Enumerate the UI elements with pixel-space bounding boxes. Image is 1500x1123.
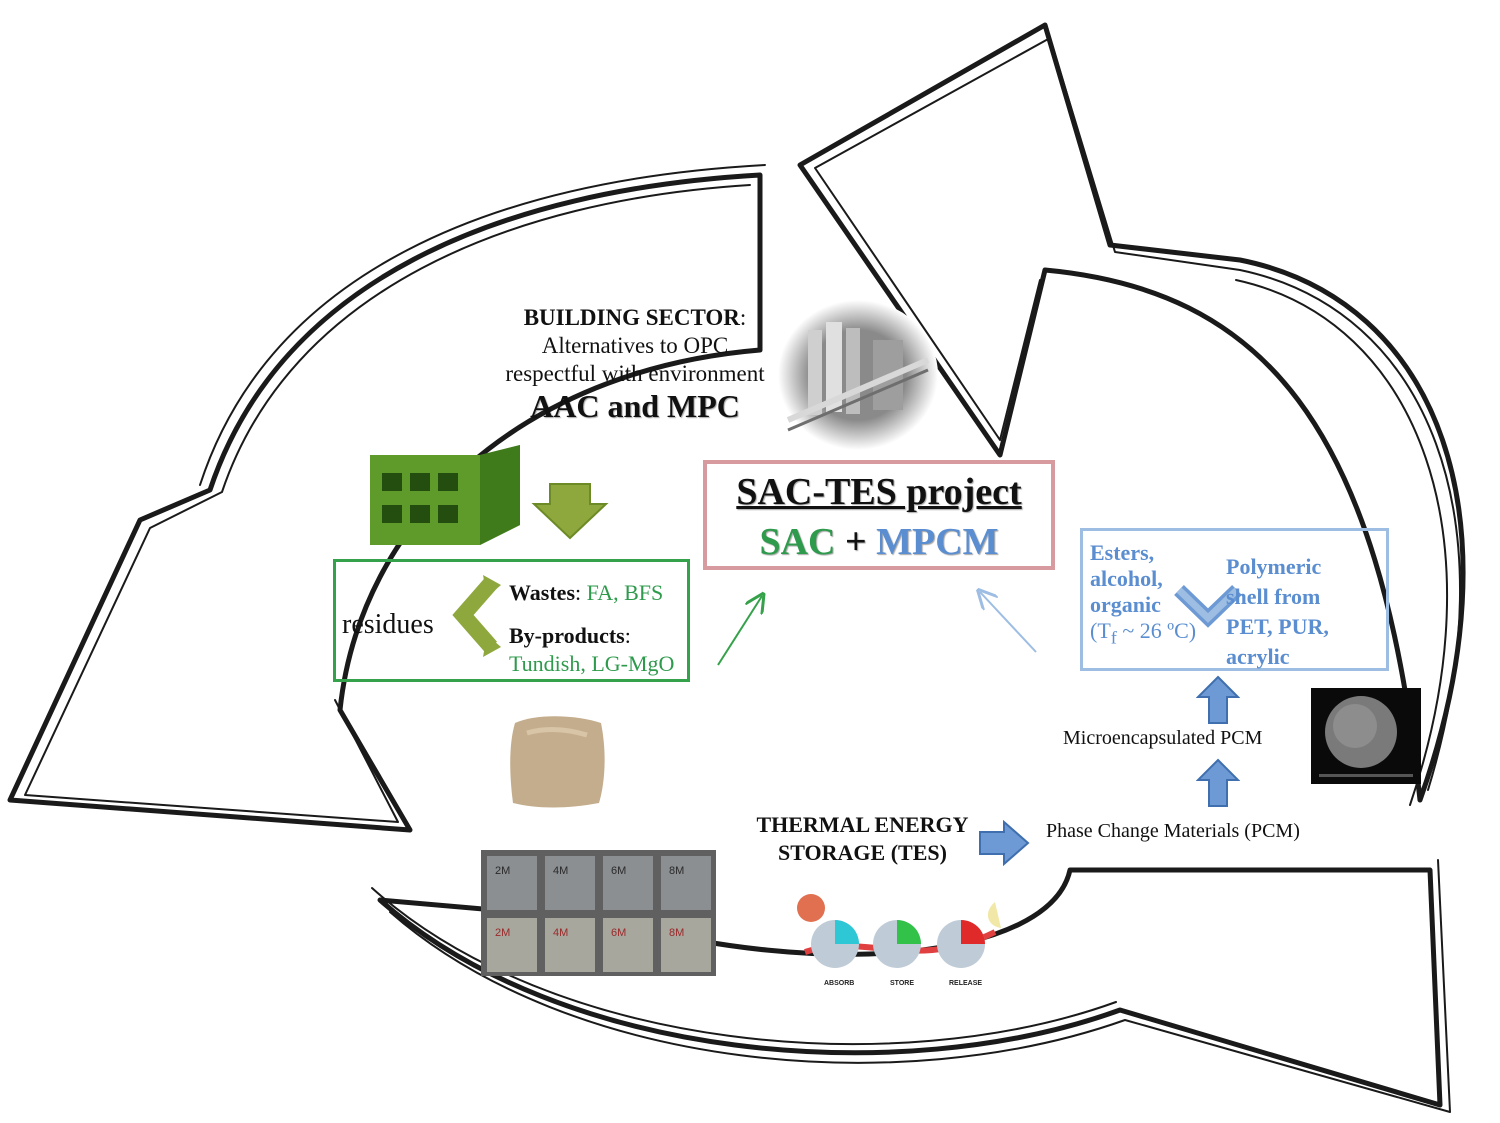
- sample-label: 2M: [495, 865, 510, 877]
- building-sector-title: BUILDING SECTOR: [523, 305, 740, 330]
- sample-cube: [603, 856, 653, 910]
- merge-arrow-icon: [1174, 584, 1242, 628]
- sample-label: 2M: [495, 927, 510, 939]
- tes-text: THERMAL ENERGY STORAGE (TES): [730, 811, 995, 867]
- byproducts-block: By-products: Tundish, LG-MgO: [509, 623, 675, 676]
- mpcm-label: MPCM: [876, 521, 999, 563]
- building-sector-text: BUILDING SECTOR: Alternatives to OPC res…: [470, 304, 800, 388]
- residues-box: [333, 559, 690, 682]
- sac-tes-title: SAC-TES project: [736, 471, 1022, 513]
- polymeric-block: Polymeric shell from PET, PUR, acrylic: [1226, 552, 1329, 672]
- sample-label: 6M: [611, 865, 626, 877]
- building-sector-line3: respectful with environment: [505, 361, 765, 386]
- store-label: STORE: [890, 980, 914, 987]
- building-sector-line2: Alternatives to OPC: [541, 333, 729, 358]
- pcm-box: [1080, 528, 1389, 671]
- poly-line1: Polymeric: [1226, 554, 1322, 579]
- wastes-value: FA, BFS: [586, 580, 664, 605]
- sample-label: 6M: [611, 927, 626, 939]
- byproducts-value: Tundish, LG-MgO: [509, 651, 675, 676]
- sample-cube: [661, 918, 711, 972]
- aac-mpc-headline: AAC and MPC: [530, 388, 740, 424]
- up-arrow-icon: [1196, 675, 1240, 724]
- sample-label: 8M: [669, 865, 684, 877]
- down-arrow-icon: [531, 483, 609, 540]
- residues-label: residues: [342, 609, 434, 640]
- sample-cube: [545, 856, 595, 910]
- tes-line1: THERMAL ENERGY: [756, 812, 969, 837]
- microencapsulated-label: Microencapsulated PCM: [1063, 727, 1263, 749]
- sac-tes-box: [703, 460, 1055, 570]
- sample-cube: [487, 856, 537, 910]
- green-connector-arrow: [717, 596, 762, 666]
- pcm-label: Phase Change Materials (PCM): [1046, 820, 1300, 842]
- sample-cube: [545, 918, 595, 972]
- poly-line2: shell from: [1226, 584, 1321, 609]
- wastes-line: Wastes: FA, BFS: [509, 580, 664, 605]
- sem-microcapsule-image: [1311, 688, 1421, 784]
- arrow-upper-right: [797, 22, 1466, 803]
- release-label: RELEASE: [949, 980, 983, 987]
- esters-line2: alcohol,: [1090, 566, 1163, 591]
- powder-sample-image: [510, 716, 605, 808]
- up-arrow-icon: [1196, 758, 1240, 807]
- byproducts-label: By-products: [509, 623, 625, 648]
- tes-line2: STORAGE (TES): [778, 840, 947, 865]
- sac-label: SAC: [759, 521, 836, 563]
- plus-sign: +: [844, 521, 867, 563]
- esters-block: Esters, alcohol, organic (Tf ~ 26 ºC): [1090, 540, 1196, 650]
- esters-line1: Esters,: [1090, 540, 1155, 565]
- sample-label: 4M: [553, 927, 568, 939]
- brick-image: [370, 445, 520, 545]
- cement-plant-image: [778, 300, 938, 450]
- esters-line3: organic: [1090, 592, 1161, 617]
- sample-cube: [661, 856, 711, 910]
- poly-line3: PET, PUR,: [1226, 614, 1329, 639]
- poly-line4: acrylic: [1226, 644, 1290, 669]
- sample-cube: [603, 918, 653, 972]
- bracket-arrow-icon: [452, 575, 501, 657]
- tes-cycle-illustration: [797, 894, 1001, 968]
- sample-label: 8M: [669, 927, 684, 939]
- right-arrow-icon: [979, 820, 1030, 866]
- arrow-left: [7, 172, 763, 833]
- mortar-samples-image: 2M 4M 6M 8M 2M 4M 6M 8M: [481, 850, 716, 976]
- blue-connector-arrow: [980, 592, 1037, 653]
- absorb-label: ABSORB: [824, 980, 855, 987]
- wastes-label: Wastes: [509, 580, 575, 605]
- sac-tes-subtitle: SAC + MPCM: [703, 520, 1055, 564]
- sample-label: 4M: [553, 865, 568, 877]
- tf-line: (Tf ~ 26 ºC): [1090, 618, 1197, 648]
- sample-cube: [487, 918, 537, 972]
